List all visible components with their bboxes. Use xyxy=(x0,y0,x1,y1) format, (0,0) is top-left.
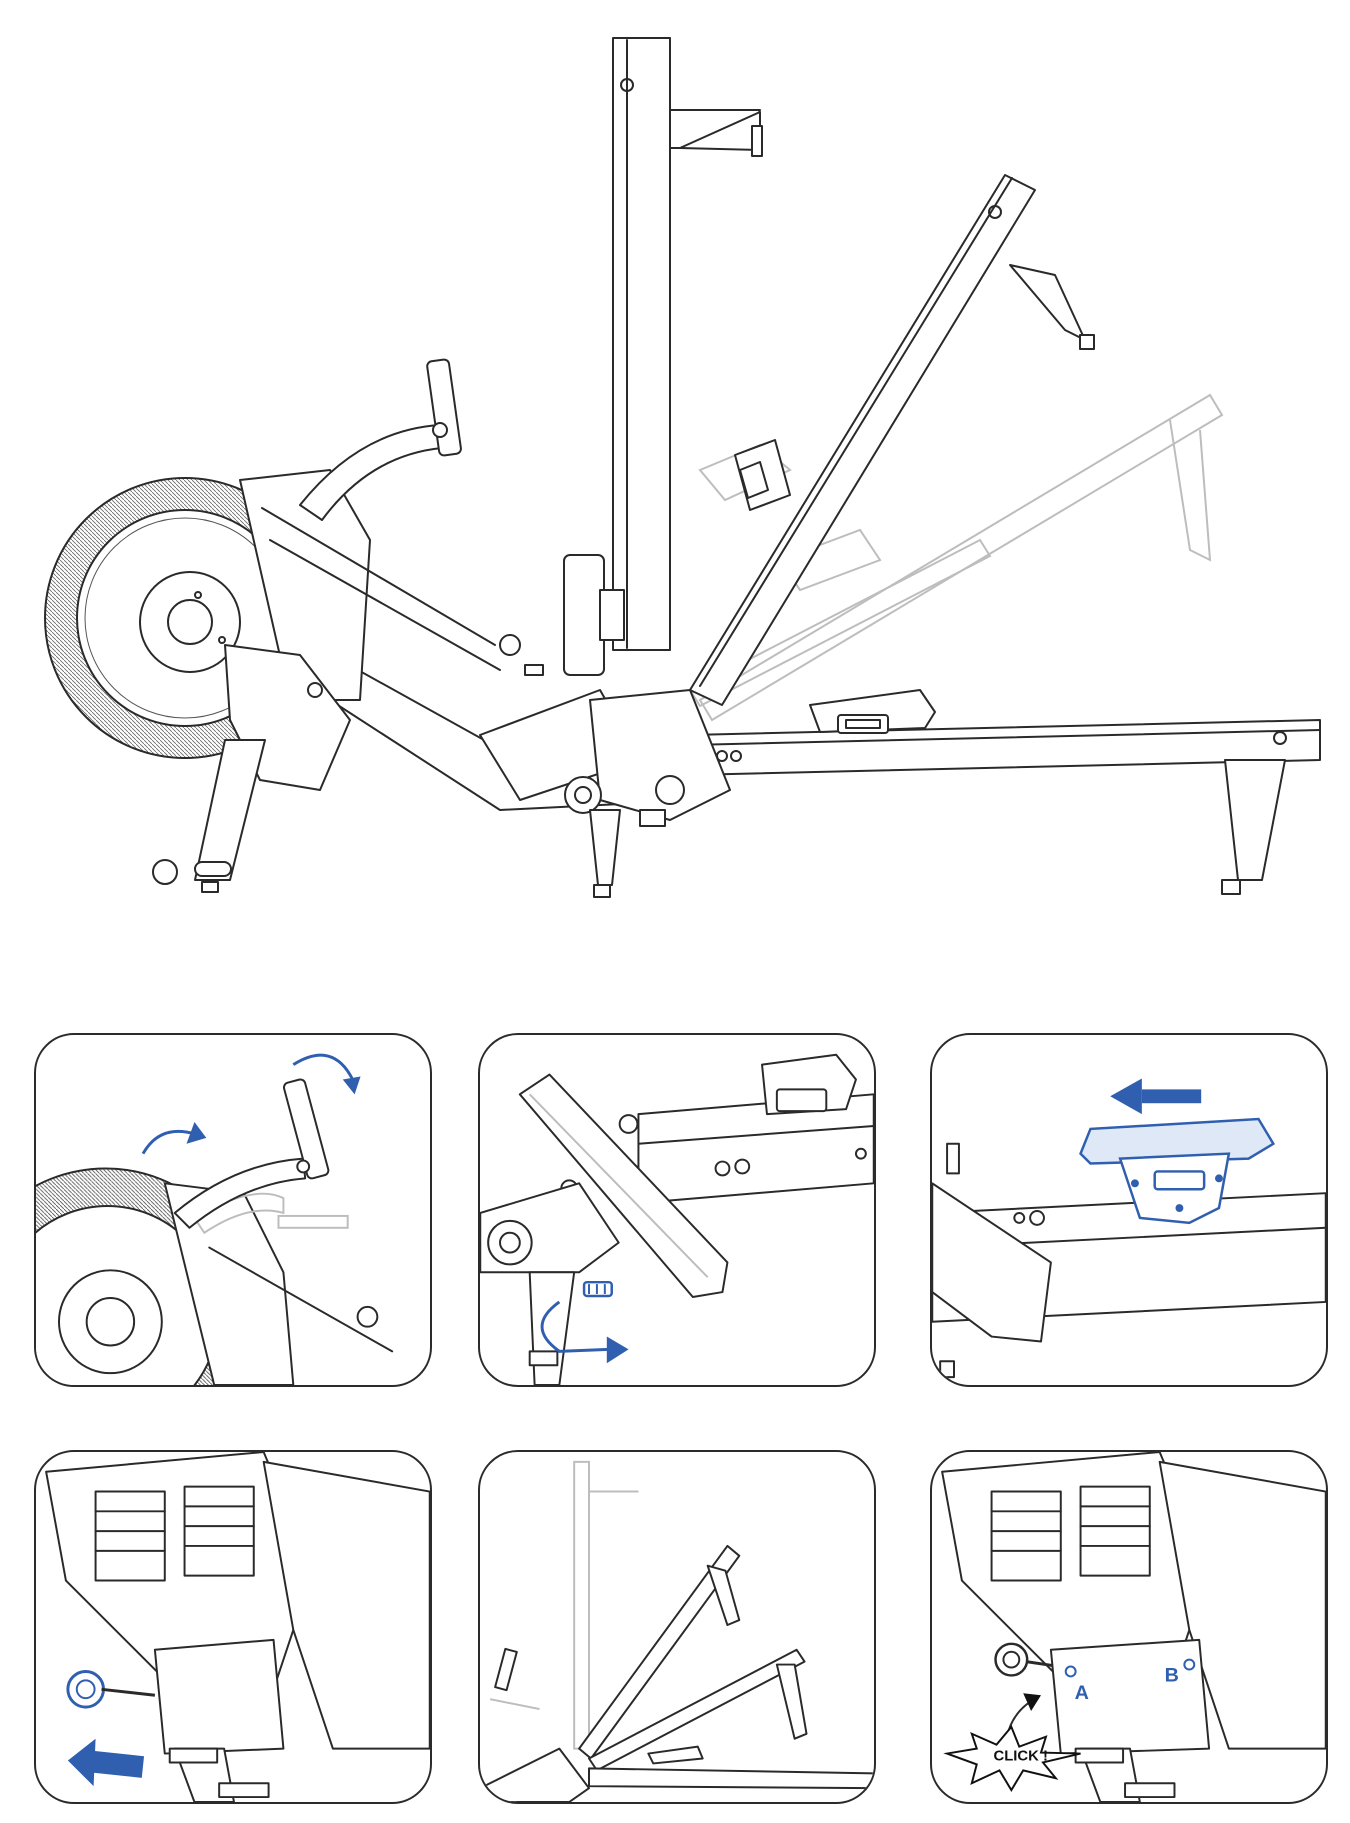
click-label: CLICK ! xyxy=(994,1748,1048,1764)
hinge-block-detail xyxy=(153,1638,285,1802)
step-panel-2 xyxy=(478,1033,876,1387)
step-panel-6: A B CLICK ! xyxy=(930,1450,1328,1804)
knob-detail xyxy=(66,1670,156,1709)
rail-detail xyxy=(932,1142,1326,1379)
hinge-plate-detail xyxy=(480,1073,729,1385)
footrest-arm-detail xyxy=(173,1078,330,1229)
rail-detail xyxy=(637,1053,874,1205)
label-a: A xyxy=(1075,1682,1089,1704)
footrest-arm xyxy=(299,358,462,521)
monitor-back-detail xyxy=(941,1452,1326,1750)
rotate-arrow-icon xyxy=(141,1122,207,1155)
hinge-assembly xyxy=(329,634,731,898)
burst-icon: CLICK ! xyxy=(943,1724,1081,1793)
arrow-left-icon xyxy=(67,1738,145,1787)
knob-detail xyxy=(994,1642,1054,1677)
curved-arrow-icon xyxy=(540,1300,629,1364)
flywheel-detail xyxy=(36,1167,394,1385)
step-panel-4 xyxy=(34,1450,432,1804)
step-panel-3 xyxy=(930,1033,1328,1387)
rail-upright xyxy=(563,37,763,676)
rowing-machine-fold-illustration xyxy=(44,37,1321,898)
flywheel xyxy=(44,469,501,893)
step-panel-5 xyxy=(478,1450,876,1804)
rail-diagonal xyxy=(689,174,1095,706)
step-panel-1 xyxy=(34,1033,432,1387)
knob-detail xyxy=(582,1280,613,1298)
hinge-block-detail: A B xyxy=(1049,1638,1211,1802)
label-b: B xyxy=(1165,1664,1179,1686)
rotate-arrow-icon xyxy=(292,1053,361,1095)
seat-detail xyxy=(1079,1117,1276,1225)
arrow-left-icon xyxy=(1110,1078,1202,1115)
folded-rails-overview xyxy=(480,1460,874,1802)
rail-horizontal xyxy=(689,689,1321,895)
